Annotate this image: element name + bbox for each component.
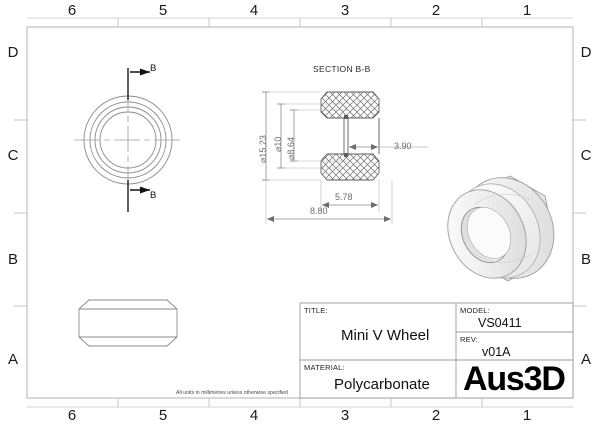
section-view (262, 91, 428, 224)
title-block-frame (299, 302, 574, 399)
dimension-groove-width: 3.90 (394, 141, 412, 151)
zone-row-left-b: B (7, 251, 18, 268)
side-profile-view (78, 299, 178, 347)
section-letter-top: B (150, 63, 157, 74)
zone-col-bottom-1: 1 (522, 407, 532, 424)
zone-col-top-6: 6 (67, 2, 77, 19)
model-value: VS0411 (478, 316, 522, 330)
zone-col-bottom-2: 2 (431, 407, 441, 424)
brand-logo: Aus3D (463, 360, 566, 398)
zone-row-right-a: A (580, 351, 591, 368)
section-view-title: SECTION B-B (313, 64, 371, 74)
front-circular-view (74, 68, 182, 212)
dimension-groove-diameter: ⌀10 (273, 136, 283, 152)
isometric-wheel-view (447, 175, 555, 282)
rev-value: v01A (482, 345, 511, 359)
zone-row-right-b: B (580, 251, 591, 268)
zone-col-top-1: 1 (522, 2, 532, 19)
dimension-overall-width: 8.80 (310, 206, 328, 216)
title-value: Mini V Wheel (341, 327, 430, 344)
model-caption: MODEL: (460, 306, 490, 315)
section-letter-bottom: B (150, 190, 157, 201)
zone-col-top-2: 2 (431, 2, 441, 19)
dimension-bore-diameter: ⌀8.64 (286, 137, 296, 160)
zone-row-left-d: D (7, 44, 19, 61)
material-caption: MATERIAL: (304, 363, 345, 372)
dimension-inner-width: 5.78 (335, 192, 353, 202)
dimension-outer-diameter: ⌀15.23 (258, 135, 268, 163)
zone-col-top-4: 4 (249, 2, 259, 19)
zone-row-right-c: C (580, 147, 592, 164)
zone-row-left-a: A (7, 351, 18, 368)
material-value: Polycarbonate (334, 376, 430, 393)
zone-col-bottom-5: 5 (158, 407, 168, 424)
zone-row-right-d: D (580, 44, 592, 61)
zone-col-top-3: 3 (340, 2, 350, 19)
zone-row-left-c: C (7, 147, 19, 164)
zone-col-top-5: 5 (158, 2, 168, 19)
zone-col-bottom-6: 6 (67, 407, 77, 424)
title-caption: TITLE: (304, 306, 328, 315)
zone-col-bottom-4: 4 (249, 407, 259, 424)
zone-col-bottom-3: 3 (340, 407, 350, 424)
rev-caption: REV: (460, 335, 479, 344)
units-note: All units in millimetres unless otherwis… (176, 390, 288, 396)
